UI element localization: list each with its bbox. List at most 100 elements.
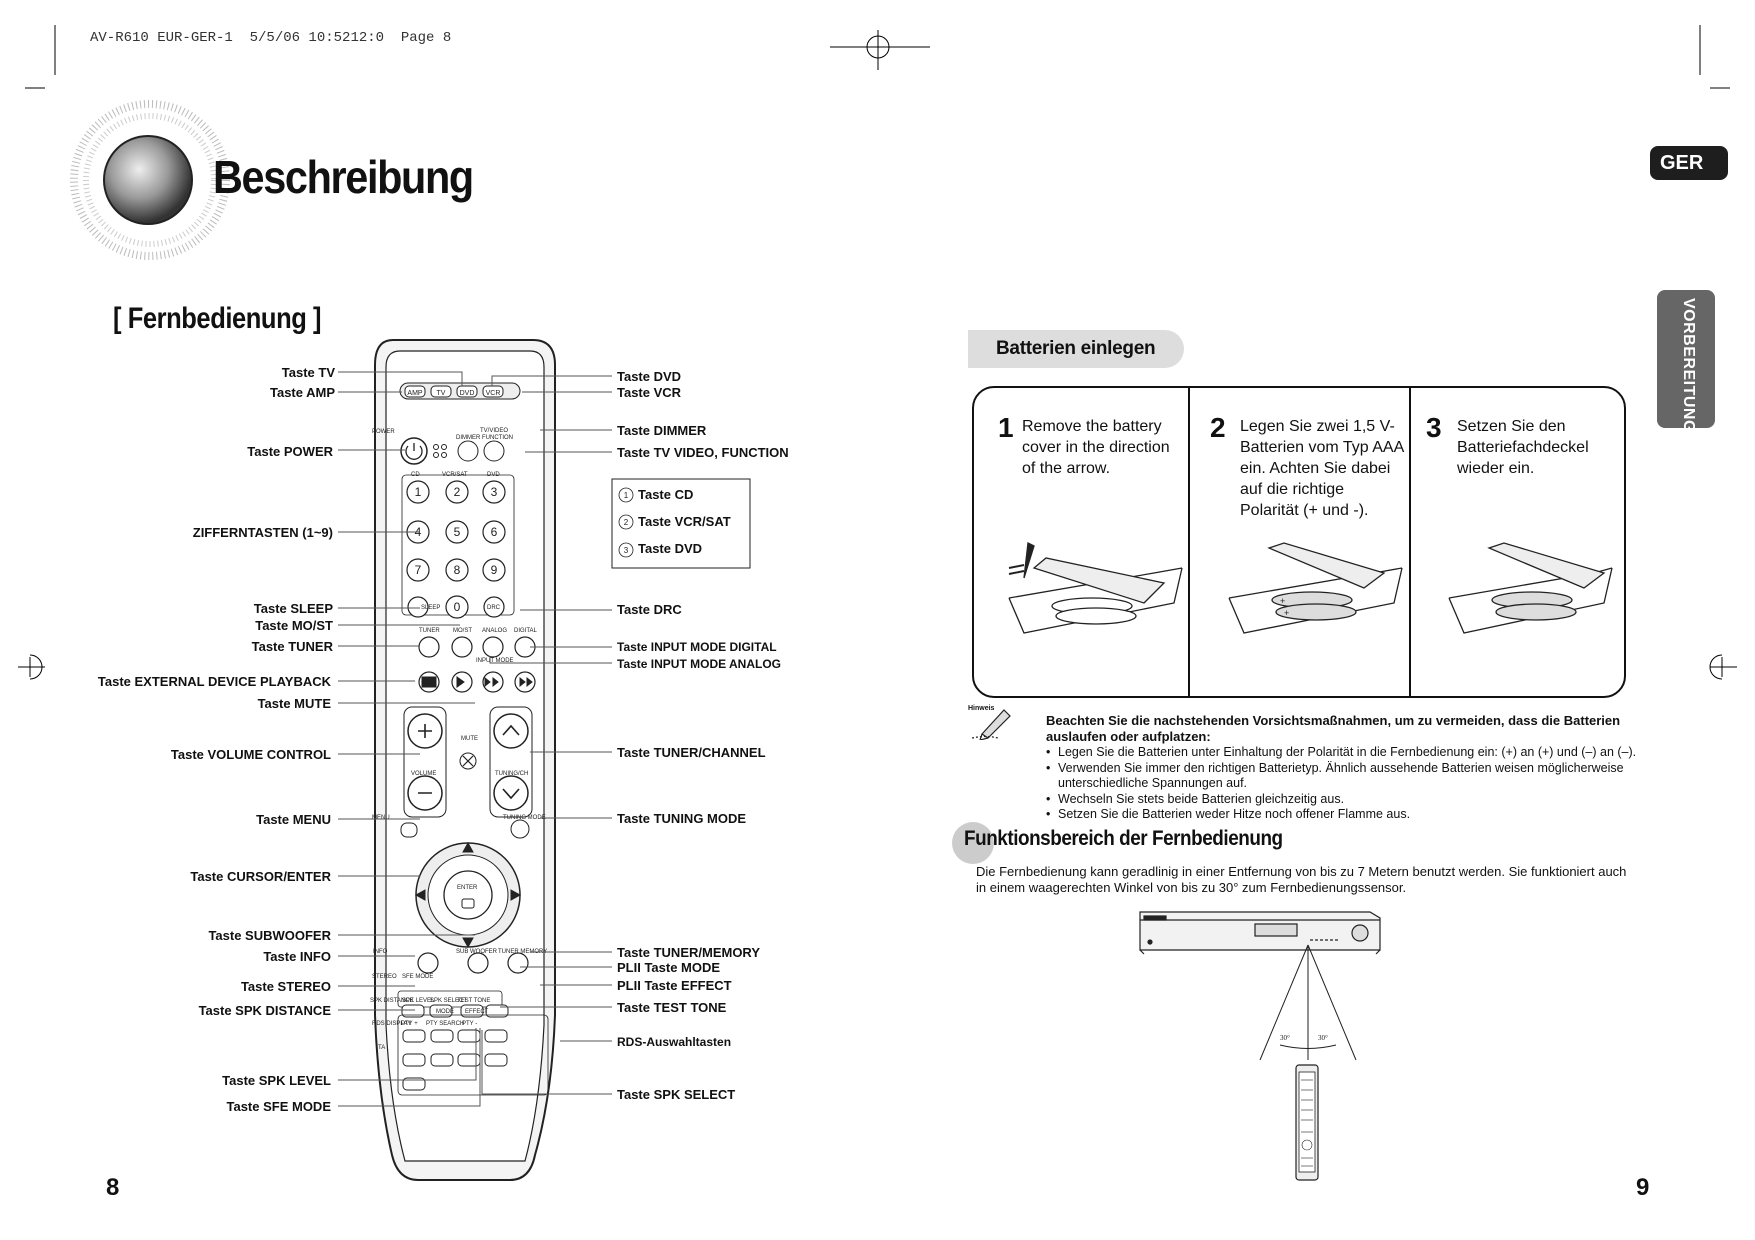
svg-text:INFO: INFO [373, 949, 388, 955]
page-number-left: 8 [106, 1174, 120, 1201]
svg-text:TUNING MODE: TUNING MODE [503, 815, 546, 821]
inset-digit-1: 1 [624, 491, 629, 500]
inset-label-vcr-sat: Taste VCR/SAT [638, 514, 731, 529]
svg-text:DIMMER: DIMMER [456, 435, 481, 441]
inset-digit-3: 3 [624, 546, 629, 555]
remote-btn-tv: TV [437, 390, 446, 397]
svg-text:TA: TA [378, 1045, 385, 1051]
remote-subtitle: [ Fernbedienung ] [113, 302, 322, 335]
label-tv-video-function: Taste TV VIDEO, FUNCTION [617, 445, 789, 460]
label-vcr: Taste VCR [617, 385, 682, 400]
remote-btn-amp: AMP [407, 390, 423, 397]
step-divider [1188, 388, 1190, 696]
label-tuner-channel: Taste TUNER/CHANNEL [617, 745, 766, 760]
label-tuner-memory: Taste TUNER/MEMORY [617, 945, 761, 960]
step-2-number: 2 [1210, 412, 1226, 443]
battery-cover-open-illustration [1008, 542, 1183, 634]
step-1-number: 1 [998, 412, 1014, 443]
svg-text:TUNER MEMORY: TUNER MEMORY [498, 949, 547, 955]
label-dvd: Taste DVD [617, 369, 682, 384]
language-badge: GER [1650, 146, 1728, 180]
label-spk-distance: Taste SPK DISTANCE [198, 1003, 331, 1018]
svg-text:POWER: POWER [372, 429, 395, 435]
remote-btn-vcr: VCR [486, 390, 501, 397]
step-3-number: 3 [1426, 412, 1442, 443]
remote-digit-5: 5 [454, 525, 461, 539]
svg-text:EFFECT: EFFECT [465, 1009, 489, 1015]
label-spk-level: Taste SPK LEVEL [222, 1073, 331, 1088]
range-heading: Funktionsbereich der Fernbedienung [964, 827, 1283, 850]
label-input-mode-analog: Taste INPUT MODE ANALOG [617, 657, 782, 671]
label-info: Taste INFO [263, 949, 331, 964]
svg-text:VOLUME: VOLUME [411, 771, 436, 777]
label-drc: Taste DRC [617, 602, 682, 617]
svg-text:TUNER: TUNER [419, 628, 440, 634]
svg-text:DVD: DVD [487, 472, 500, 478]
label-tuner: Taste TUNER [251, 639, 333, 654]
battery-steps-box: 1 Remove the battery cover in the direct… [972, 386, 1626, 698]
label-mo-st: Taste MO/ST [255, 618, 333, 633]
label-input-mode-digital: Taste INPUT MODE DIGITAL [617, 640, 777, 654]
label-sfe-mode: Taste SFE MODE [226, 1099, 331, 1114]
svg-text:TV/VIDEO: TV/VIDEO [480, 428, 508, 434]
remote-digit-9: 9 [491, 563, 498, 577]
remote-digit-2: 2 [454, 485, 461, 499]
label-test-tone: Taste TEST TONE [617, 1000, 727, 1015]
step-3-text: Setzen Sie den Batteriefachdeckel wieder… [1457, 418, 1589, 477]
step-2-text: Legen Sie zwei 1,5 V-Batterien vom Typ A… [1240, 418, 1404, 519]
label-stereo: Taste STEREO [240, 979, 331, 994]
label-tv: Taste TV [281, 365, 335, 380]
print-header: AV-R610 EUR-GER-1 5/5/06 10:5212:0 Page … [90, 30, 452, 46]
label-external-device-playback: Taste EXTERNAL DEVICE PLAYBACK [97, 674, 331, 689]
label-sleep: Taste SLEEP [253, 601, 333, 616]
heading-circle-decoration [952, 822, 994, 864]
svg-text:TEST TONE: TEST TONE [457, 998, 490, 1004]
remote-digit-8: 8 [454, 563, 461, 577]
label-pl2-effect: PLII Taste EFFECT [617, 978, 732, 993]
note-item: Wechseln Sie stets beide Batterien gleic… [1046, 792, 1676, 808]
remote-range-illustration: 30° 30° [1139, 911, 1381, 1181]
note-item: Legen Sie die Batterien unter Einhaltung… [1046, 745, 1676, 761]
label-mute: Taste MUTE [257, 696, 331, 711]
svg-text:DIGITAL: DIGITAL [514, 628, 538, 634]
svg-text:CD: CD [411, 472, 420, 478]
svg-text:SPK LEVEL: SPK LEVEL [402, 998, 435, 1004]
inset-label-dvd: Taste DVD [638, 541, 703, 556]
note-icon-label: Hinweis [968, 705, 995, 712]
speaker-icon [70, 100, 230, 260]
note-item: Verwenden Sie immer den richtigen Batter… [1046, 761, 1676, 792]
inset-digit-2: 2 [624, 518, 629, 527]
remote-digit-0: 0 [454, 600, 461, 614]
label-number-keys: ZIFFERNTASTEN (1~9) [192, 525, 333, 540]
step-divider [1409, 388, 1411, 696]
section-tab: VORBEREITUNGEN [1657, 290, 1715, 456]
battery-insert-illustration: ++ [1228, 542, 1403, 634]
remote-digit-3: 3 [491, 485, 498, 499]
svg-text:SFE MODE: SFE MODE [402, 974, 433, 980]
label-volume-control: Taste VOLUME CONTROL [170, 747, 331, 762]
svg-text:SPK DISTANCE: SPK DISTANCE [370, 998, 414, 1004]
remote-digit-1: 1 [415, 485, 422, 499]
svg-text:PTY +: PTY + [401, 1021, 418, 1027]
svg-text:+: + [1284, 608, 1289, 618]
label-amp: Taste AMP [269, 385, 335, 400]
svg-text:PTY -: PTY - [462, 1021, 477, 1027]
battery-cover-closed-illustration [1448, 542, 1613, 634]
label-rds-keys: RDS-Auswahltasten [617, 1035, 732, 1049]
remote-digit-7: 7 [415, 563, 422, 577]
label-power: Taste POWER [247, 444, 333, 459]
svg-text:DRC: DRC [487, 605, 501, 611]
remote-control-illustration: AMP TV DVD VCR 1 2 3 4 5 6 7 8 9 0 [370, 339, 556, 1181]
svg-text:+: + [1280, 596, 1285, 606]
page-number-right: 9 [1636, 1174, 1650, 1201]
svg-text:MUTE: MUTE [461, 736, 478, 742]
note-item: Setzen Sie die Batterien weder Hitze noc… [1046, 807, 1676, 823]
page-title: Beschreibung [213, 151, 474, 203]
svg-text:FUNCTION: FUNCTION [482, 435, 513, 441]
svg-text:INPUT MODE: INPUT MODE [476, 658, 514, 664]
svg-text:VCR/SAT: VCR/SAT [442, 472, 468, 478]
inset-label-cd: Taste CD [638, 487, 694, 502]
svg-text:SUB WOOFER: SUB WOOFER [456, 949, 498, 955]
remote-btn-dvd: DVD [460, 390, 475, 397]
